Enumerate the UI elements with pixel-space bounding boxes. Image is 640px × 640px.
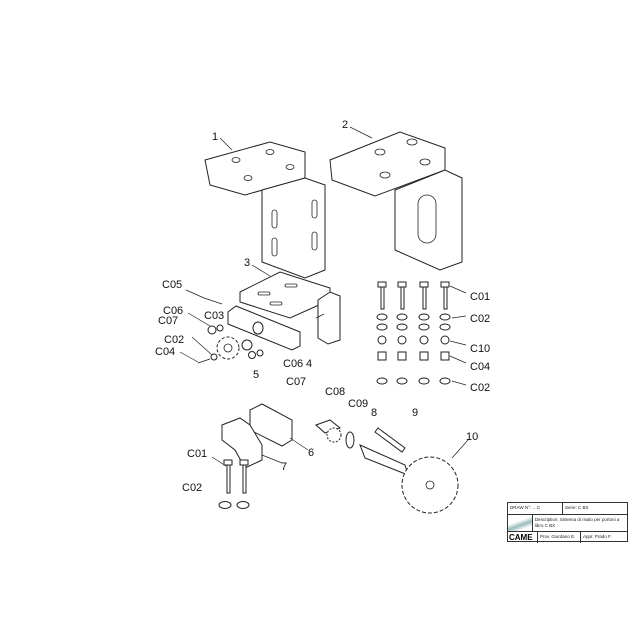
callout-4: 4 xyxy=(306,358,312,370)
came-logo-graphic xyxy=(508,515,533,531)
shaft-assembly xyxy=(315,419,459,514)
callout-1: 1 xyxy=(212,131,218,143)
description: Description: Sistema di risalo per porto… xyxy=(534,517,620,528)
bracket-2 xyxy=(329,131,463,271)
plate-4 xyxy=(227,305,301,351)
bolts-lower-left xyxy=(218,459,250,509)
callout-c03: C03 xyxy=(204,310,224,322)
brand-logo: CAME xyxy=(508,532,538,543)
callout-7: 7 xyxy=(281,461,287,473)
title-block: DRAW N°: …C Serie: C BX Description: Sis… xyxy=(507,502,628,543)
callout-5: 5 xyxy=(253,369,259,381)
callout-9: 9 xyxy=(412,407,418,419)
sprocket-5 xyxy=(216,336,240,360)
appr: Appr. Prado F. xyxy=(583,534,612,539)
callout-c07: C07 xyxy=(158,315,178,327)
bracket-3 xyxy=(239,271,341,345)
callout-c01: C01 xyxy=(470,291,490,303)
small-hardware xyxy=(197,297,325,364)
callout-c02: C02 xyxy=(164,334,184,346)
bracket-1 xyxy=(204,141,326,279)
bolt-grid xyxy=(376,281,451,385)
callout-8: 8 xyxy=(371,407,377,419)
serie: Serie: C BX xyxy=(565,505,589,510)
callout-c04: C04 xyxy=(155,346,175,358)
callout-6: 6 xyxy=(308,447,314,459)
callout-c02: C02 xyxy=(470,382,490,394)
prov: Prov. Giordano E. xyxy=(538,532,581,543)
callout-c06: C06 xyxy=(163,305,183,317)
callout-c07: C07 xyxy=(286,376,306,388)
callout-c10: C10 xyxy=(470,343,490,355)
callout-c05: C05 xyxy=(162,279,182,291)
callout-c04: C04 xyxy=(470,361,490,373)
callout-c08: C08 xyxy=(325,386,345,398)
callout-c02: C02 xyxy=(182,482,202,494)
clamp-6-7 xyxy=(221,403,293,469)
leader-lines xyxy=(179,126,469,467)
callout-2: 2 xyxy=(342,119,348,131)
callout-c09: C09 xyxy=(348,398,368,410)
callout-10: 10 xyxy=(466,431,478,443)
callout-c02: C02 xyxy=(470,313,490,325)
callout-c06: C06 xyxy=(283,358,303,370)
drawing-number: DRAW N°: …C xyxy=(508,503,563,514)
callout-c01: C01 xyxy=(187,448,207,460)
callout-3: 3 xyxy=(244,257,250,269)
